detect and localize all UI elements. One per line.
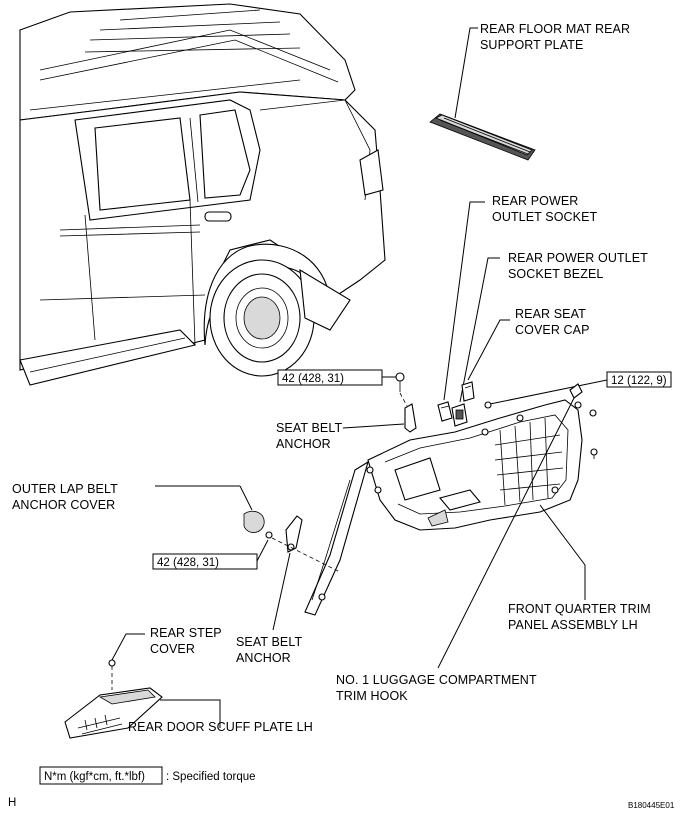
front-quarter-trim-label-2: PANEL ASSEMBLY LH [508,618,638,632]
front-quarter-trim-label-1: FRONT QUARTER TRIM [508,602,651,616]
seat-belt-anchor-upper-label-2: ANCHOR [276,437,331,451]
rear-seat-cover-cap [461,381,475,402]
legend-torque-units: N*m (kgf*cm, ft.*lbf) [44,771,145,783]
outer-lap-belt-anchor-cover [243,510,265,533]
luggage-trim-hook-label-1: NO. 1 LUGGAGE COMPARTMENT [336,673,537,687]
rear-door-scuff-label: REAR DOOR SCUFF PLATE LH [128,720,313,734]
torque-box-lower-anchor [152,553,258,570]
front-quarter-trim-panel [366,399,583,531]
rear-power-outlet-bezel-label-2: SOCKET BEZEL [508,267,603,281]
upper-seat-belt-anchor [395,372,417,433]
outer-lap-belt-cover-label-1: OUTER LAP BELT [12,482,118,496]
legend-torque-meaning: : Specified torque [166,771,256,783]
lower-seat-belt-anchor [265,515,303,553]
rear-seat-cover-cap-label-1: REAR SEAT [515,307,586,321]
rear-power-outlet-socket [437,401,453,422]
torque-box-quarter-panel [606,371,672,388]
rear-door-scuff-plate [64,687,163,739]
outer-lap-belt-cover-label-2: ANCHOR COVER [12,498,115,512]
lower-pillar-trim-strip [304,460,369,616]
seat-belt-anchor-lower-label-1: SEAT BELT [236,635,302,649]
seat-belt-anchor-lower-label-2: ANCHOR [236,651,291,665]
torque-upper-anchor: 42 (428, 31) [282,373,344,385]
figure-id: B180445E01 [628,801,675,810]
seat-belt-anchor-upper-label-1: SEAT BELT [276,421,342,435]
rear-floor-mat-plate-label-1: REAR FLOOR MAT REAR [480,22,630,36]
rear-power-outlet-bezel-label-1: REAR POWER OUTLET [508,251,648,265]
luggage-compartment-trim-hook [569,383,583,399]
rear-step-cover-label-2: COVER [150,642,195,656]
torque-quarter-panel: 12 (122, 9) [611,375,667,387]
rear-power-outlet-socket-bezel [451,403,468,427]
vehicle-illustration [19,3,386,386]
rear-seat-cover-cap-label-2: COVER CAP [515,323,590,337]
torque-lower-anchor: 42 (428, 31) [157,557,219,569]
rear-floor-mat-support-plate [429,113,536,161]
legend-torque-box [39,766,163,785]
rear-power-outlet-socket-label-1: REAR POWER [492,194,578,208]
rear-floor-mat-plate-label-2: SUPPORT PLATE [480,38,583,52]
luggage-trim-hook-label-2: TRIM HOOK [336,689,408,703]
rear-power-outlet-socket-label-2: OUTLET SOCKET [492,210,598,224]
rear-step-cover-label-1: REAR STEP [150,626,222,640]
page-code: H [8,797,16,809]
rear-step-cover [108,659,116,667]
